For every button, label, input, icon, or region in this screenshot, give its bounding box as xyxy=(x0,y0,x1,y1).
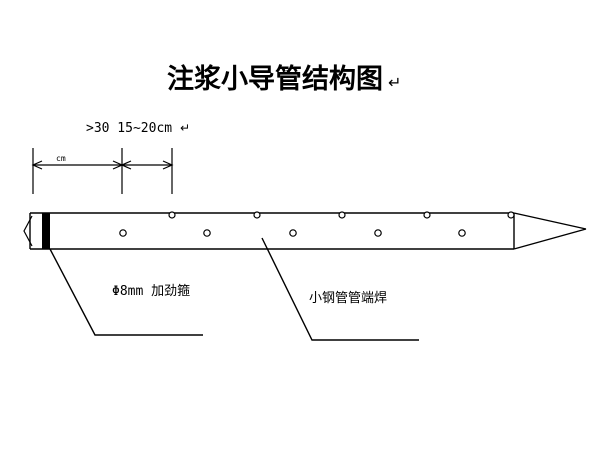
weld-label: 小钢管管端焊 xyxy=(309,290,387,306)
dimension-lines xyxy=(31,148,174,194)
title-return-mark: ↵ xyxy=(388,73,401,92)
grout-holes-top xyxy=(168,211,515,219)
stiffener-label: Φ8mm 加劲箍 xyxy=(112,283,190,299)
steel-pipe xyxy=(29,212,515,250)
dimension-sub-label: cm xyxy=(56,154,66,163)
dimension-return-mark: ↵ xyxy=(180,121,190,135)
dimension-text: >30 15~20cm xyxy=(86,121,172,136)
diagram-title: 注浆小导管结构图 xyxy=(167,63,383,95)
pipe-end-cap xyxy=(23,213,50,249)
weld-leader-line xyxy=(261,237,419,341)
grout-holes-middle xyxy=(119,229,466,237)
stiffener-leader-line xyxy=(49,248,203,336)
pipe-cone-tip xyxy=(513,212,587,250)
